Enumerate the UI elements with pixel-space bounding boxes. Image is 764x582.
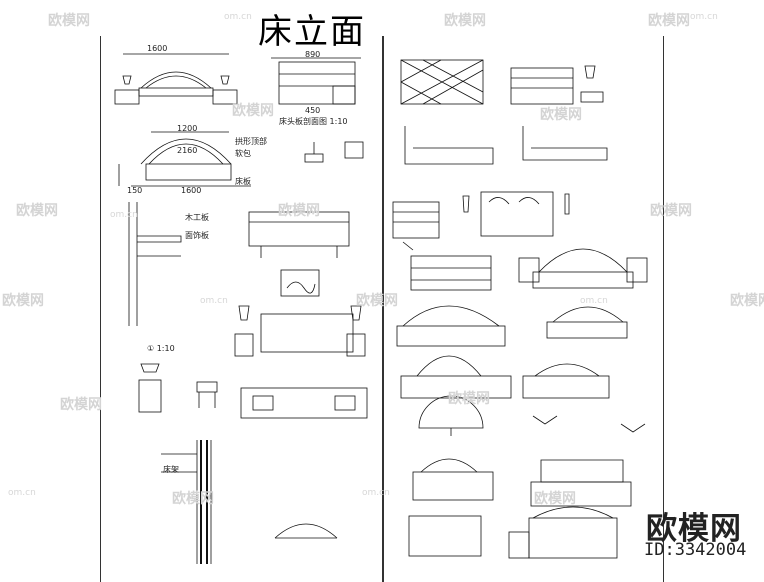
watermark: 欧模网	[172, 491, 214, 507]
dimension-label: 2160	[177, 146, 198, 155]
watermark-url: om.cn	[580, 296, 608, 306]
watermark: 欧模网	[232, 103, 274, 119]
watermark: 欧模网	[356, 293, 398, 309]
watermark: 欧模网	[16, 203, 58, 219]
watermark: 欧模网	[540, 107, 582, 123]
watermark-url: om.cn	[110, 210, 138, 220]
annotation: 软包	[235, 149, 251, 158]
watermark: 欧模网	[60, 397, 102, 413]
page-title: 床立面	[258, 12, 366, 52]
bed-elevation-drawings-right	[392, 59, 648, 559]
watermark: 欧模网	[444, 13, 486, 29]
watermark: 欧模网	[278, 203, 320, 219]
watermark-url: om.cn	[200, 296, 228, 306]
watermark-url: om.cn	[362, 488, 390, 498]
brand-logo-text: 欧模网	[646, 511, 742, 547]
watermark: 欧模网	[448, 391, 490, 407]
bed-elevation-drawings-left	[114, 53, 368, 564]
dimension-label: 150	[127, 186, 143, 195]
watermark: 欧模网	[2, 293, 44, 309]
annotation: 木工板	[185, 213, 209, 222]
dimension-label: 1200	[177, 124, 198, 133]
annotation: 床架	[163, 465, 179, 474]
dimension-label: 890	[305, 50, 321, 59]
detail-marker: ① 1:10	[147, 344, 175, 353]
dimension-label: 450	[305, 106, 321, 115]
watermark-url: om.cn	[224, 12, 252, 22]
annotation: 面饰板	[185, 231, 209, 240]
watermark: 欧模网	[48, 13, 90, 29]
drawing-sheet-right	[382, 36, 664, 582]
resource-id: ID:3342004	[644, 540, 747, 560]
dimension-label: 1600	[181, 186, 202, 195]
watermark: 欧模网	[730, 293, 764, 309]
watermark: 欧模网	[534, 491, 576, 507]
watermark: 欧模网	[648, 13, 690, 29]
annotation: 床板	[235, 177, 251, 186]
watermark-url: om.cn	[8, 488, 36, 498]
section-label: 床头板剖面图 1:10	[279, 117, 348, 126]
watermark-url: om.cn	[690, 12, 718, 22]
drawing-sheet-left: 床头板剖面图 1:10 ① 1:10 1600 1200 2160 1600 1…	[100, 36, 384, 582]
dimension-label: 1600	[147, 44, 168, 53]
annotation: 拱形顶部	[235, 137, 267, 146]
watermark: 欧模网	[650, 203, 692, 219]
